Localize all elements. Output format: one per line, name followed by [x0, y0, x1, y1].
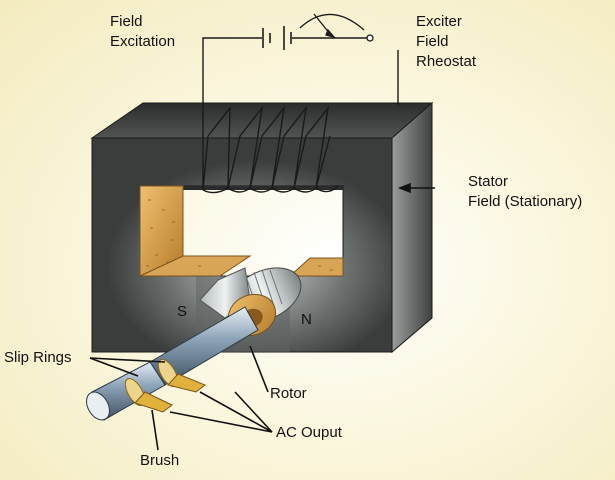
stator-side-face: [391, 101, 433, 354]
north-pole-label: N: [301, 311, 312, 328]
bottom-pole-left: [139, 255, 252, 277]
rotor-assembly: [86, 267, 302, 421]
slip-rings-label: Slip Rings: [4, 349, 72, 366]
stator-field-label: Stator Field (Stationary): [468, 173, 583, 210]
rotor-label: Rotor: [270, 385, 307, 402]
field-excitation-label: Field Excitation: [110, 13, 176, 50]
field-coil: [202, 105, 339, 194]
exciter-field-rheostat-label: Exciter Field Rheostat: [416, 13, 477, 70]
ac-output-label: AC Ouput: [276, 424, 342, 441]
south-pole-label: S: [177, 303, 188, 320]
brushes: [134, 373, 206, 413]
bottom-pole-right: [288, 257, 344, 277]
wire-left: [202, 37, 262, 188]
battery-icon: [262, 26, 292, 50]
brush-label: Brush: [140, 452, 180, 469]
excitation-circuit: [202, 37, 399, 188]
leader-lines: [89, 182, 435, 451]
copper-texture: [146, 199, 333, 271]
shaft-end: [86, 391, 110, 421]
rheostat-icon: [299, 13, 374, 42]
